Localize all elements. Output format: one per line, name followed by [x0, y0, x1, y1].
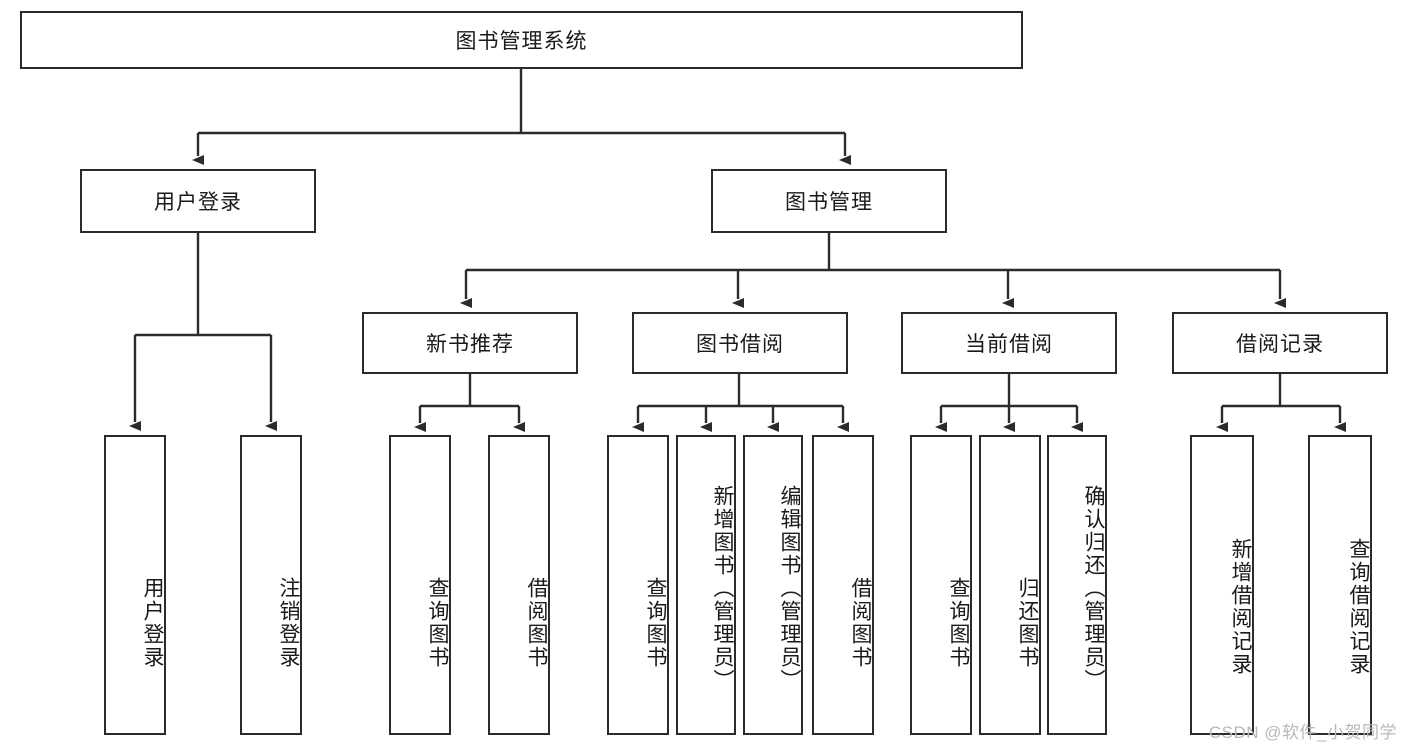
node-new-book-rec-label: 新书推荐 — [426, 333, 514, 356]
node-borrow-record-label: 借阅记录 — [1236, 333, 1324, 356]
leaf-return-book-label: 归还图书 — [1016, 577, 1039, 669]
leaf-edit-book-label: 编辑图书（管理员） — [778, 484, 801, 692]
leaf-add-book-label: 新增图书（管理员） — [711, 484, 734, 692]
leaf-query-record[interactable]: 查询借阅记录 — [1308, 435, 1372, 735]
node-borrow-record[interactable]: 借阅记录 — [1172, 312, 1388, 374]
leaf-add-record[interactable]: 新增借阅记录 — [1190, 435, 1254, 735]
node-current-borrow[interactable]: 当前借阅 — [901, 312, 1117, 374]
leaf-query-book-1[interactable]: 查询图书 — [389, 435, 451, 735]
leaf-query-book-2[interactable]: 查询图书 — [607, 435, 669, 735]
leaf-query-book-2-label: 查询图书 — [644, 577, 667, 669]
leaf-confirm-return-label: 确认归还（管理员） — [1082, 484, 1105, 692]
leaf-borrow-book-2-label: 借阅图书 — [849, 577, 872, 669]
node-book-manage-label: 图书管理 — [785, 191, 873, 214]
leaf-logout-login-label: 注销登录 — [277, 577, 300, 669]
leaf-borrow-book-2[interactable]: 借阅图书 — [812, 435, 874, 735]
leaf-add-record-label: 新增借阅记录 — [1229, 537, 1252, 676]
leaf-return-book[interactable]: 归还图书 — [979, 435, 1041, 735]
leaf-user-login[interactable]: 用户登录 — [104, 435, 166, 735]
leaf-query-book-1-label: 查询图书 — [426, 577, 449, 669]
leaf-confirm-return[interactable]: 确认归还（管理员） — [1047, 435, 1107, 735]
node-root[interactable]: 图书管理系统 — [20, 11, 1023, 69]
node-root-label: 图书管理系统 — [455, 30, 588, 53]
leaf-query-book-3-label: 查询图书 — [947, 577, 970, 669]
leaf-borrow-book-1[interactable]: 借阅图书 — [488, 435, 550, 735]
leaf-user-login-label: 用户登录 — [141, 577, 164, 669]
csdn-watermark: CSDN @软件_小贺同学 — [1208, 723, 1397, 742]
leaf-edit-book[interactable]: 编辑图书（管理员） — [743, 435, 803, 735]
node-book-borrow-label: 图书借阅 — [696, 333, 784, 356]
node-user-login-label: 用户登录 — [154, 191, 242, 214]
leaf-add-book[interactable]: 新增图书（管理员） — [676, 435, 736, 735]
node-book-borrow[interactable]: 图书借阅 — [632, 312, 848, 374]
node-new-book-rec[interactable]: 新书推荐 — [362, 312, 578, 374]
node-user-login[interactable]: 用户登录 — [80, 169, 316, 233]
leaf-query-record-label: 查询借阅记录 — [1347, 537, 1370, 676]
node-current-borrow-label: 当前借阅 — [965, 333, 1053, 356]
leaf-query-book-3[interactable]: 查询图书 — [910, 435, 972, 735]
leaf-borrow-book-1-label: 借阅图书 — [525, 577, 548, 669]
node-book-manage[interactable]: 图书管理 — [711, 169, 947, 233]
leaf-logout-login[interactable]: 注销登录 — [240, 435, 302, 735]
